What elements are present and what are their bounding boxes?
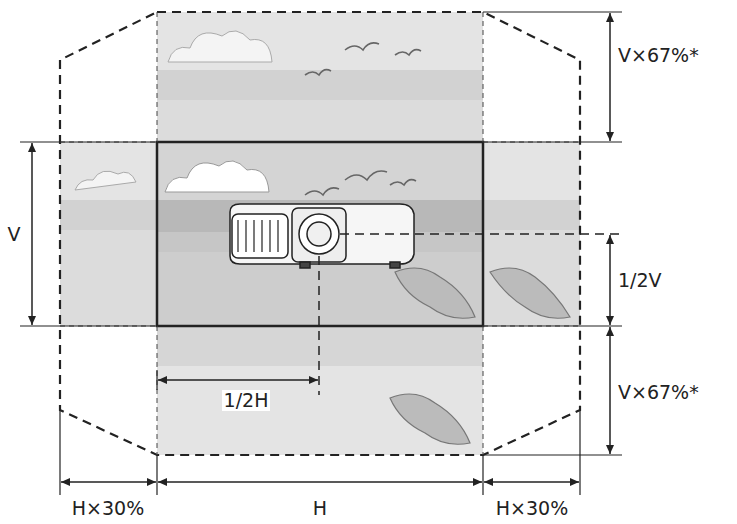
dimension-label: V [6,224,23,245]
center-line [319,234,622,395]
projector [230,204,414,268]
dimension-label: V×67%* [616,45,701,66]
dimension-line [20,12,622,495]
dimension-label: H×30% [494,498,570,519]
shift-area [60,12,580,455]
dimension-label: 1/2V [616,270,664,291]
projected-image [75,31,570,444]
shift-range-outline [60,12,580,455]
dimension-label: 1/2H [222,390,271,411]
dimension-label: H×30% [70,498,146,519]
dimension-label: H [311,498,329,519]
dimension-arrow [32,13,610,482]
extent-line [60,12,580,455]
dimension-label: V×67%* [616,382,701,403]
